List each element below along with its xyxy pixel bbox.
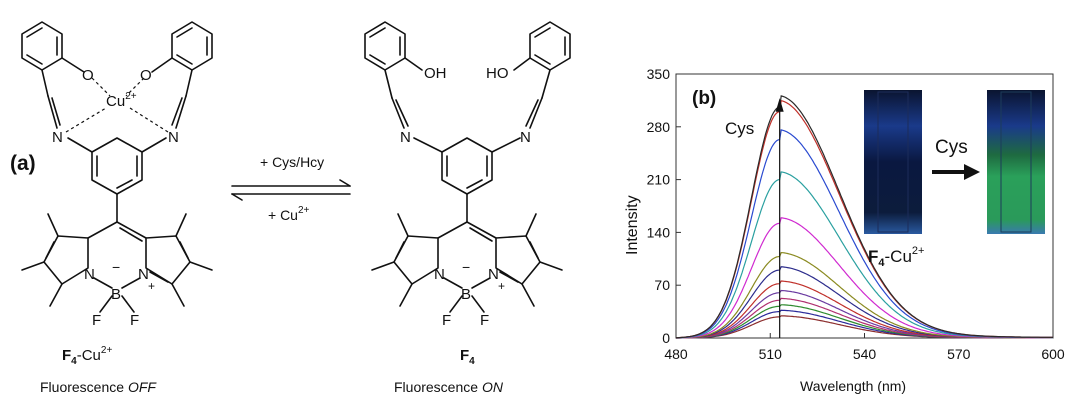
copper-ion-label: Cu2+ bbox=[106, 91, 137, 110]
atom-o-right: O bbox=[140, 67, 152, 84]
x-tick-label: 570 bbox=[947, 346, 971, 362]
emission-spectra-chart: 0 70 140 210 280 350 480 510 540 570 600 bbox=[647, 66, 1065, 362]
y-tick-label: 280 bbox=[647, 119, 671, 135]
x-tick-label: 600 bbox=[1041, 346, 1065, 362]
atom-n-right: N bbox=[168, 129, 179, 146]
forward-reagent-label: + Cys/Hcy bbox=[260, 154, 324, 170]
y-tick-label: 350 bbox=[647, 66, 671, 82]
y-tick-label: 70 bbox=[654, 277, 670, 293]
atom-b-f4: B bbox=[461, 286, 471, 303]
atom-n-bodipy-left-f4: N bbox=[434, 266, 445, 283]
atom-f-right-f4: F bbox=[480, 312, 489, 329]
vial-photo-on bbox=[987, 90, 1045, 234]
compound-label-f4: F4 bbox=[460, 347, 475, 367]
reverse-reagent-label: + Cu2+ bbox=[268, 205, 310, 223]
y-tick-label: 210 bbox=[647, 172, 671, 188]
x-axis-ticks: 480 510 540 570 600 bbox=[664, 333, 1065, 362]
minus-charge-f4: − bbox=[462, 259, 470, 275]
hydroxyl-left: OH bbox=[424, 65, 447, 82]
arrow-head bbox=[775, 98, 784, 112]
y-tick-label: 0 bbox=[662, 330, 670, 346]
x-tick-label: 510 bbox=[759, 346, 783, 362]
plus-charge-f4: + bbox=[498, 279, 505, 293]
equilibrium-arrows bbox=[231, 179, 351, 201]
minus-charge: − bbox=[112, 259, 120, 275]
spectrum-series-13 bbox=[676, 95, 1054, 339]
inset-cys-label: Cys bbox=[935, 137, 968, 158]
inset-arrow-icon bbox=[932, 164, 980, 180]
y-axis-ticks: 0 70 140 210 280 350 bbox=[647, 66, 681, 346]
atom-n-bodipy-left: N bbox=[84, 266, 95, 283]
molecule-f4 bbox=[364, 21, 571, 313]
x-tick-label: 480 bbox=[664, 346, 688, 362]
atom-n-bodipy-right-f4: N bbox=[488, 266, 499, 283]
spectra-curves bbox=[675, 95, 1054, 339]
atom-n-right-f4: N bbox=[520, 129, 531, 146]
atom-n-left: N bbox=[52, 129, 63, 146]
atom-n-left-f4: N bbox=[400, 129, 411, 146]
atom-b: B bbox=[111, 286, 121, 303]
panel-a-label: (a) bbox=[10, 152, 36, 175]
atom-f-left-f4: F bbox=[442, 312, 451, 329]
atom-o-left: O bbox=[82, 67, 94, 84]
y-tick-label: 140 bbox=[647, 224, 671, 240]
cys-annotation: Cys bbox=[725, 119, 754, 138]
compound-label-f4-cu: F4-Cu2+ bbox=[62, 345, 112, 367]
state-label-on: Fluorescence ON bbox=[394, 379, 504, 395]
atom-n-bodipy-right: N bbox=[138, 266, 149, 283]
panel-b-label: (b) bbox=[692, 88, 716, 109]
molecule-f4-cu-complex bbox=[21, 21, 213, 313]
atom-f-left: F bbox=[92, 312, 101, 329]
y-axis-label: Intensity bbox=[624, 195, 641, 255]
x-tick-label: 540 bbox=[853, 346, 877, 362]
atom-f-right: F bbox=[130, 312, 139, 329]
increase-arrow bbox=[775, 98, 784, 338]
vial-photo-off bbox=[864, 90, 922, 234]
x-axis-label: Wavelength (nm) bbox=[800, 378, 906, 394]
plus-charge: + bbox=[148, 279, 155, 293]
inset-caption-f4-cu: F4-Cu2+ bbox=[868, 245, 924, 269]
state-label-off: Fluorescence OFF bbox=[40, 379, 157, 395]
hydroxyl-right: HO bbox=[486, 65, 509, 82]
